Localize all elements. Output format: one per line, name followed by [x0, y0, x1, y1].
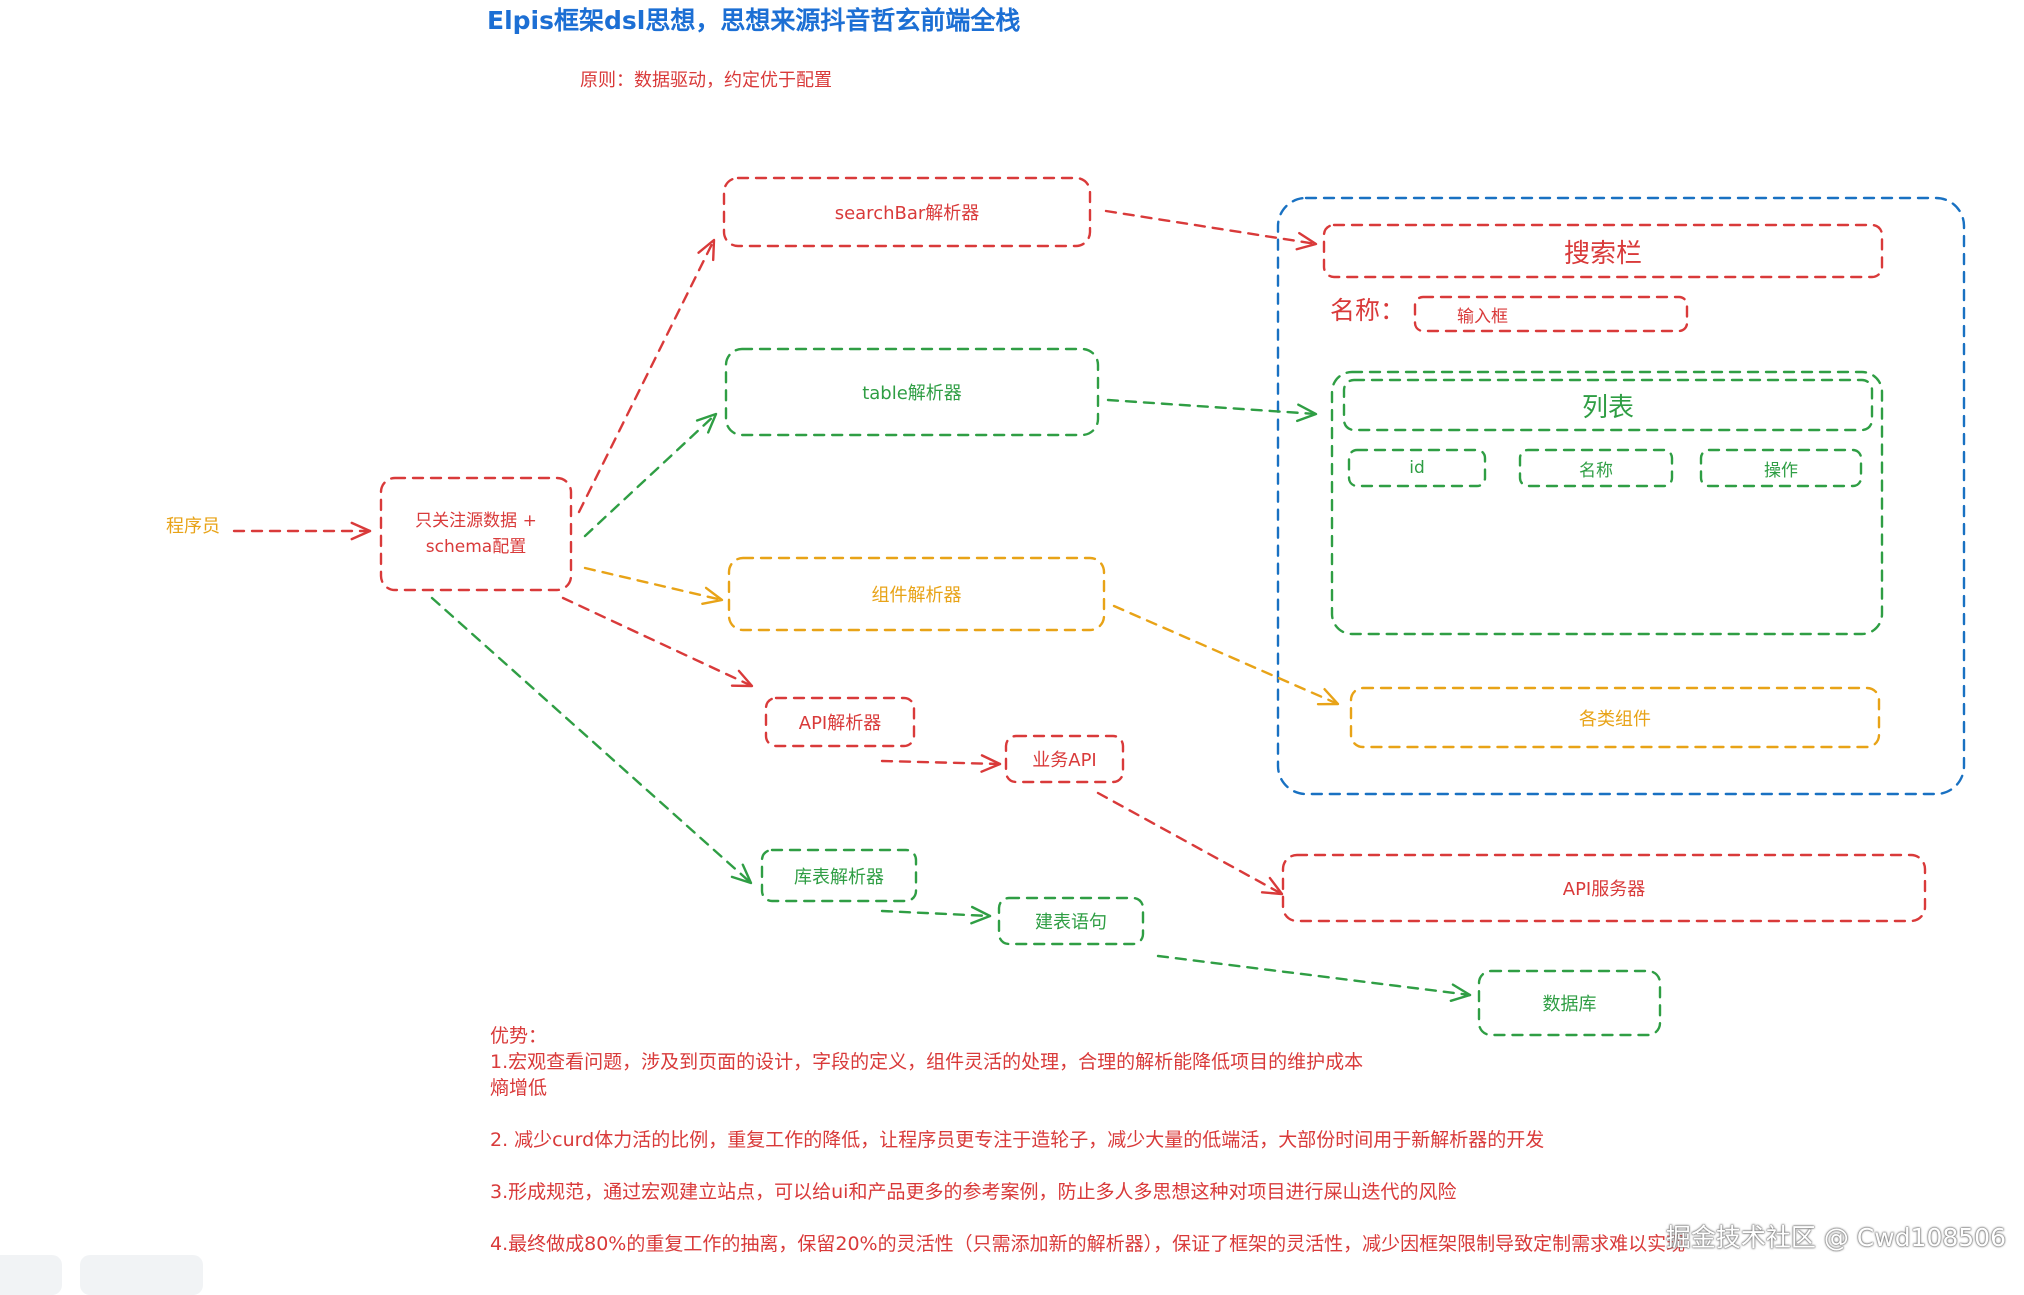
- database-box: [1477, 969, 1662, 1037]
- arrow-table-to-list-head: [1296, 403, 1318, 423]
- api-server-label: API服务器: [1562, 879, 1646, 900]
- arrow-component-to-components-head: [1316, 688, 1340, 706]
- advantage-item-1-cont: 熵增低: [490, 1077, 548, 1099]
- arrow-schema-to-db-parser-head: [730, 863, 753, 885]
- api-parser-label: API解析器: [798, 713, 882, 734]
- diagram-title: Elpis框架dsl思想，思想来源抖音哲玄前端全栈: [487, 6, 1021, 35]
- schema-config-box: [379, 476, 573, 592]
- list-frame: [1330, 370, 1884, 636]
- arrow-schema-to-api-parser: [561, 596, 754, 688]
- arrow-schema-to-db-parser: [430, 596, 753, 885]
- arrow-business-api-to-api-server: [1096, 791, 1284, 896]
- arrow-programmer-to-schema-head: [350, 521, 372, 541]
- name-field-label: 名称：: [1330, 296, 1406, 325]
- database-label: 数据库: [1542, 994, 1597, 1015]
- input-box: [1413, 295, 1689, 333]
- searchbar-parser-box: [722, 176, 1092, 248]
- arrow-sql-to-database-head: [1449, 983, 1472, 1003]
- component-parser-label: 组件解析器: [871, 585, 962, 606]
- arrow-table-to-list: [1106, 398, 1318, 416]
- arrow-schema-to-api-parser-head: [730, 669, 754, 688]
- list-label: 列表: [1581, 392, 1634, 423]
- db-parser-label: 库表解析器: [794, 866, 884, 888]
- arrow-schema-to-searchbar-head: [697, 238, 716, 262]
- advantage-item-3: 3.形成规范，通过宏观建立站点，可以给ui和产品更多的参考案例，防止多人多思想这…: [490, 1181, 1457, 1203]
- advantages-heading: 优势：: [490, 1025, 548, 1047]
- arrow-searchbar-to-search-bar: [1104, 209, 1318, 246]
- arrow-schema-to-table: [583, 412, 718, 538]
- corner-tab-left[interactable]: [0, 1255, 62, 1295]
- column-name-label: 名称: [1579, 460, 1613, 481]
- create-table-sql-box: [997, 896, 1145, 946]
- business-api-box: [1004, 734, 1125, 784]
- arrow-schema-to-searchbar: [577, 238, 716, 514]
- column-action-label: 操作: [1764, 460, 1798, 481]
- column-id-box: [1347, 448, 1487, 488]
- schema-line2: schema配置: [425, 537, 527, 557]
- advantages-notes: 优势： 1.宏观查看问题，涉及到页面的设计，字段的定义，组件灵活的处理，合理的解…: [490, 1023, 1990, 1257]
- arrow-api-parser-to-business-api-head: [980, 754, 1002, 773]
- api-server-box: [1281, 853, 1927, 923]
- components-label: 各类组件: [1579, 708, 1651, 730]
- search-bar-label: 搜索栏: [1563, 238, 1642, 269]
- table-parser-box: [724, 347, 1100, 437]
- programmer-label: 程序员: [166, 516, 220, 537]
- page-preview-frame: [1276, 196, 1966, 796]
- arrow-sql-to-database: [1156, 954, 1472, 997]
- arrow-searchbar-to-search-bar-head: [1295, 231, 1318, 251]
- arrow-db-parser-to-sql: [880, 909, 992, 918]
- db-parser-box: [760, 848, 918, 903]
- create-table-sql-label: 建表语句: [1035, 912, 1107, 933]
- searchbar-parser-label: searchBar解析器: [834, 203, 980, 224]
- column-action-box: [1699, 448, 1863, 488]
- arrow-api-parser-to-business-api: [880, 759, 1002, 766]
- input-box-label: 输入框: [1457, 306, 1508, 327]
- advantage-item-1: 1.宏观查看问题，涉及到页面的设计，字段的定义，组件灵活的处理，合理的解析能降低…: [490, 1051, 1364, 1073]
- watermark: 掘金技术社区 @ Cwd108506: [1665, 1223, 2006, 1252]
- table-parser-label: table解析器: [862, 383, 962, 404]
- corner-tab-right[interactable]: [80, 1255, 203, 1295]
- arrow-schema-to-table-head: [695, 412, 718, 434]
- column-id-label: id: [1409, 458, 1425, 478]
- arrow-component-to-components: [1112, 604, 1340, 706]
- arrow-business-api-to-api-server-head: [1260, 876, 1284, 896]
- schema-config-label: 只关注源数据 + schema配置: [381, 478, 571, 590]
- schema-line1: 只关注源数据 +: [415, 511, 537, 531]
- components-box: [1349, 686, 1881, 749]
- advantage-item-2: 2. 减少curd体力活的比例，重复工作的降低，让程序员更专注于造轮子，减少大量…: [490, 1129, 1545, 1151]
- search-bar-box: [1322, 223, 1884, 279]
- list-header-box: [1342, 378, 1874, 432]
- arrow-schema-to-component: [583, 566, 724, 602]
- arrow-db-parser-to-sql-head: [970, 905, 992, 925]
- business-api-label: 业务API: [1032, 750, 1097, 771]
- principle-text: 原则：数据驱动，约定优于配置: [580, 70, 832, 91]
- advantage-item-4: 4.最终做成80%的重复工作的抽离，保留20%的灵活性（只需添加新的解析器），保…: [490, 1233, 1686, 1255]
- api-parser-box: [764, 696, 916, 748]
- arrow-schema-to-component-head: [701, 586, 724, 605]
